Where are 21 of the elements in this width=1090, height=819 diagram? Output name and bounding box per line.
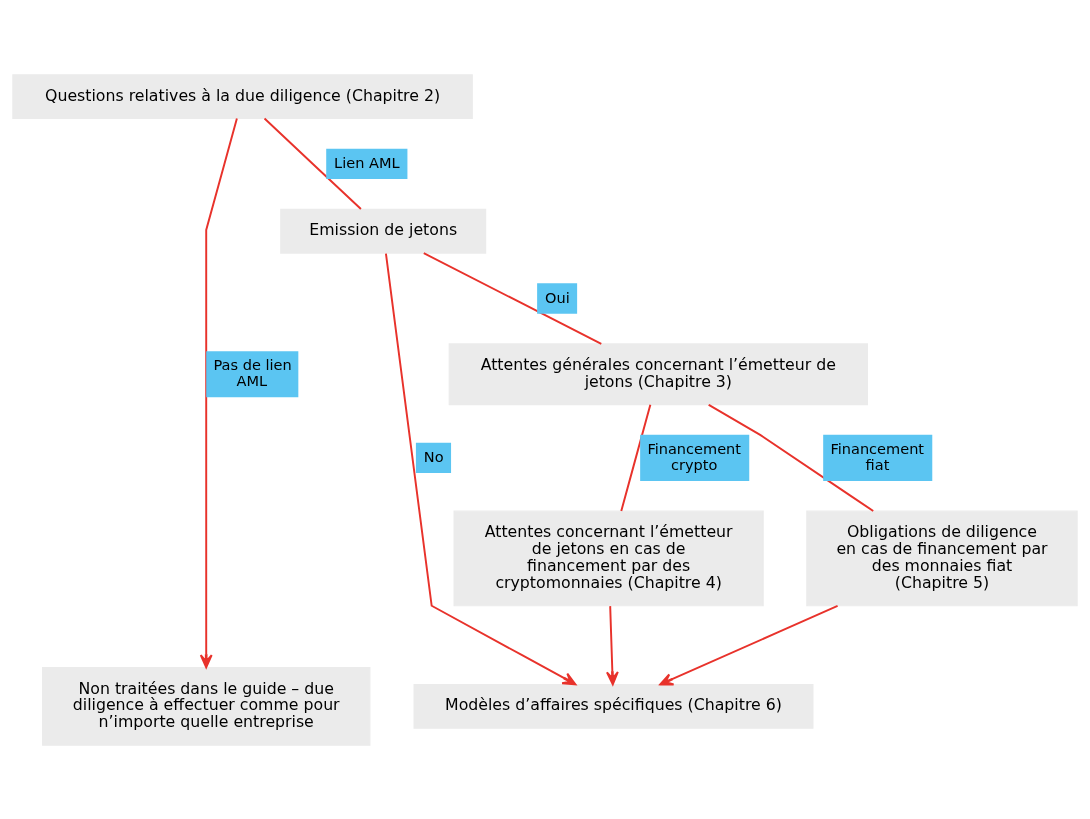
edge-label: Oui [545, 289, 570, 306]
node-box: Non traitées dans le guide – due diligence à effectuer comme pour n’importe quelle entreprise [41, 666, 371, 746]
node-box: Obligations de diligence en cas de financement par des monnaies fiat (Chapitre 5) [806, 510, 1078, 606]
connector [620, 403, 652, 512]
connector [422, 251, 603, 345]
node-box: Attentes générales concernant l’émetteur de jetons (Chapitre 3) [448, 342, 869, 405]
connector [263, 117, 362, 210]
arrow [384, 252, 577, 685]
edge-label: Lien AML [334, 154, 400, 171]
edge-label: Financement crypto [647, 440, 742, 473]
edge-label: Pas de lien AML [213, 356, 292, 389]
arrow [199, 117, 238, 668]
node-box: Attentes concernant l’émetteur de jetons en cas de financement par des cryptomonnaies (Chapitre 4) [453, 510, 764, 606]
edge-label: Financement fiat [830, 440, 925, 473]
node-box: Modèles d’affaires spécifiques (Chapitre 6) [413, 683, 814, 729]
arrow [659, 604, 839, 685]
node-box: Emission de jetons [280, 208, 487, 254]
arrow [605, 604, 619, 685]
connector [707, 403, 875, 512]
node-box: Questions relatives à la due diligence (Chapitre 2) [12, 73, 473, 119]
edge-label: No [423, 448, 444, 465]
